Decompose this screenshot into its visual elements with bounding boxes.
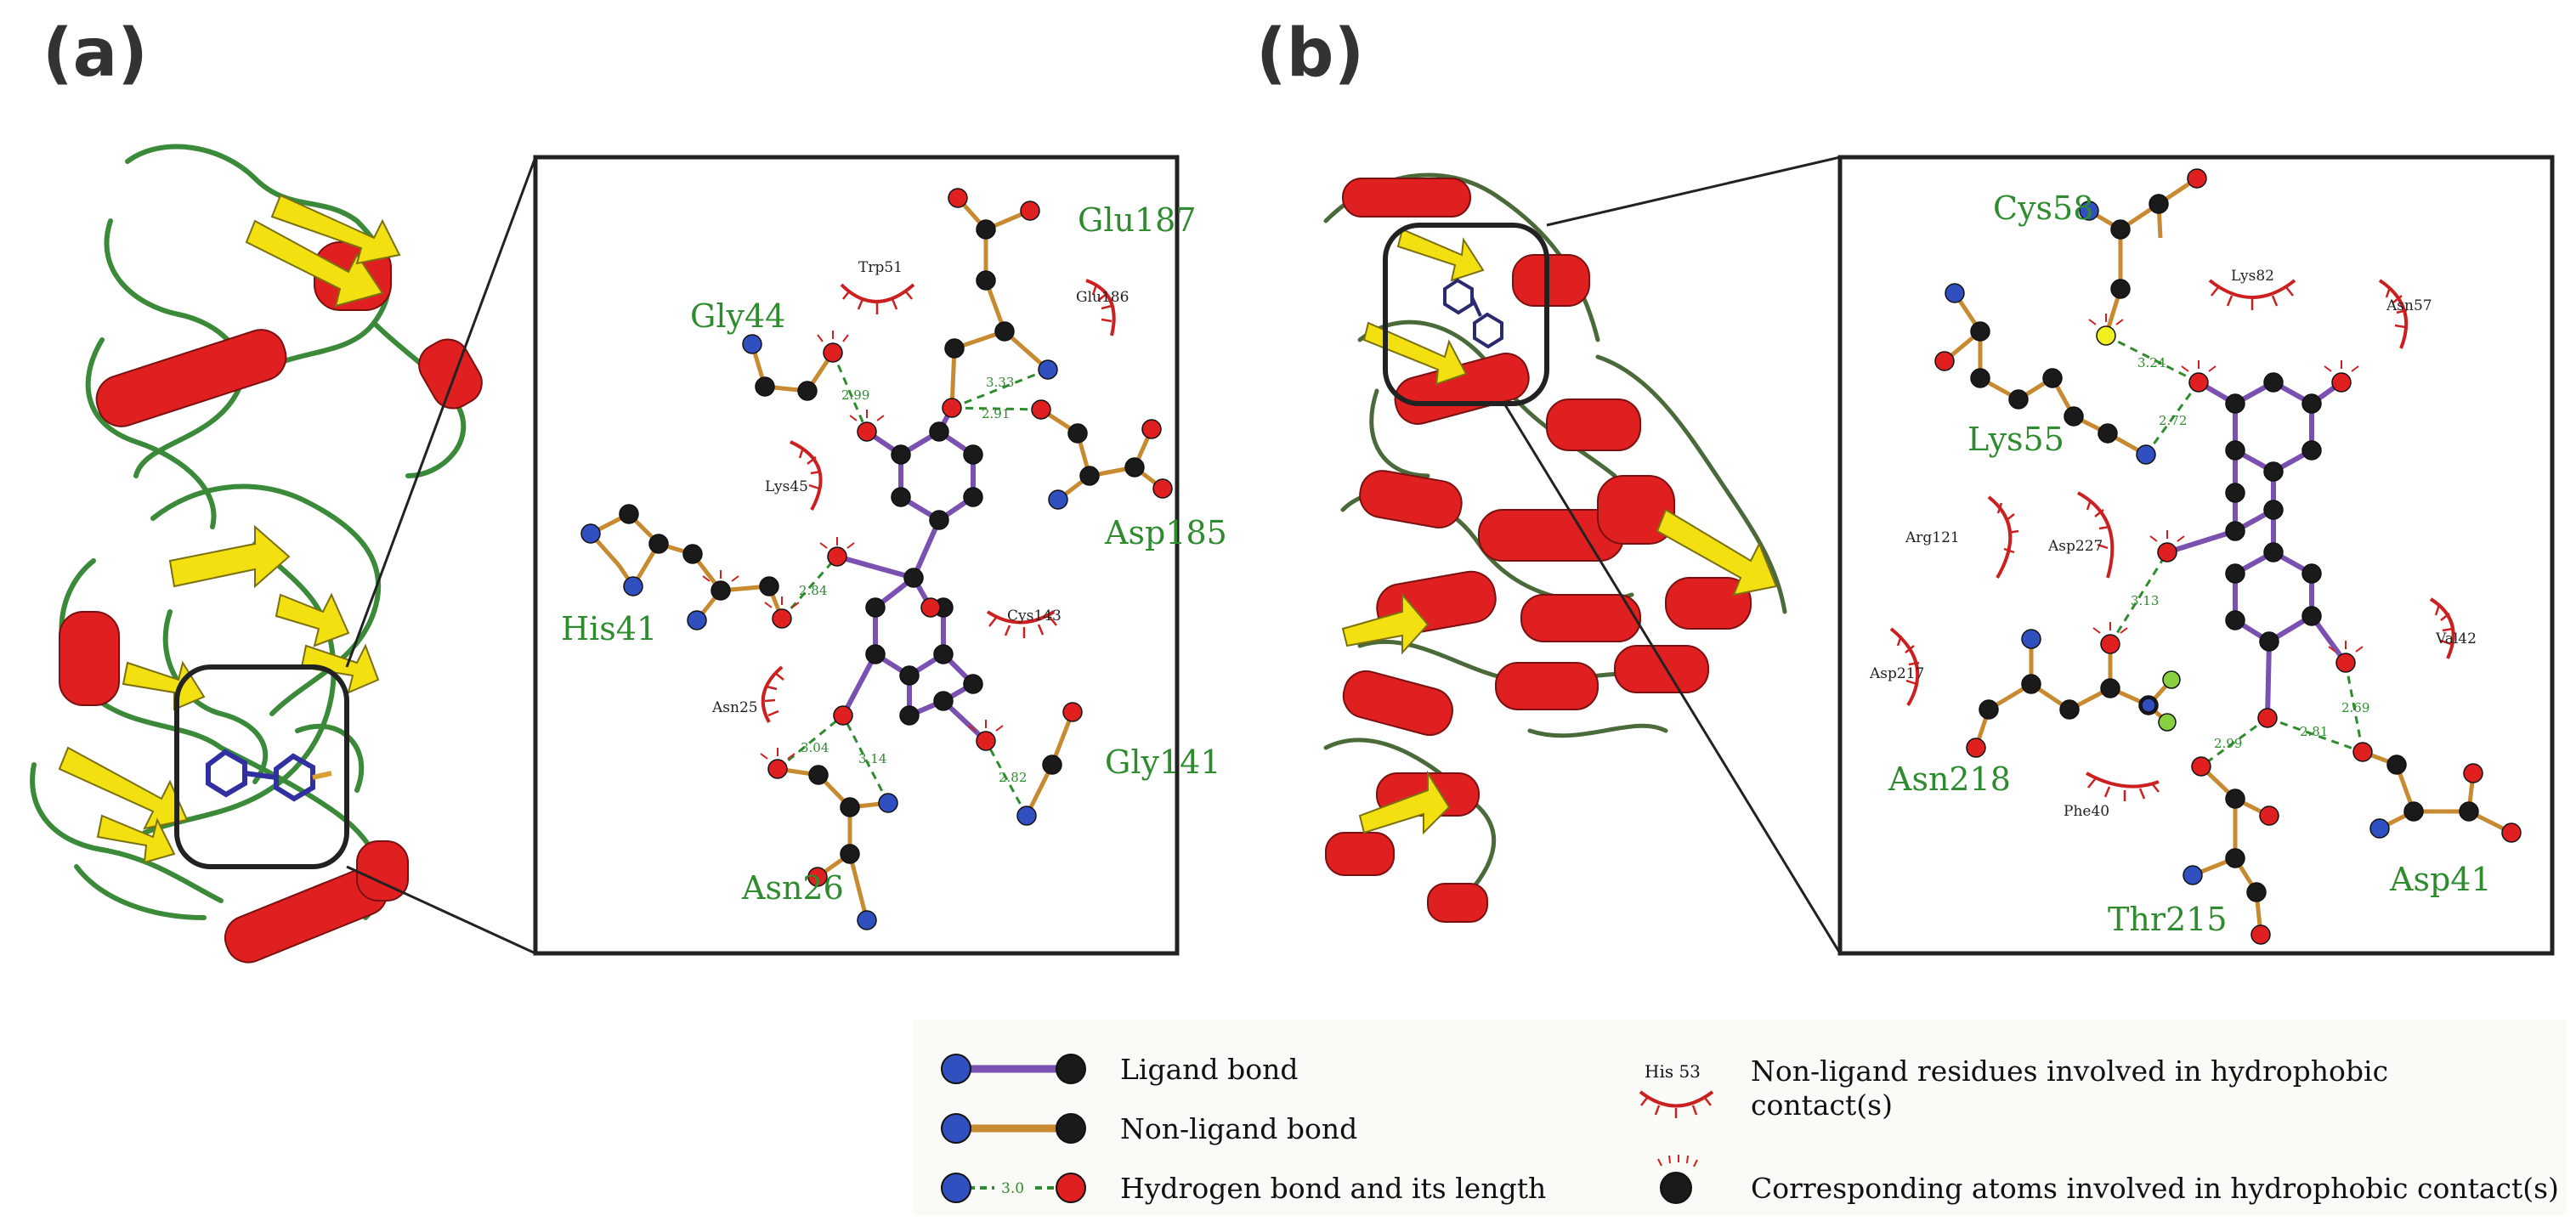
residue-label: Lys55 [1967,421,2064,458]
residue-label: Asp41 [2389,861,2492,898]
legend-hydrophobic-atom: Corresponding atoms involved in hydropho… [1657,1155,2559,1205]
hbond-length: 3.33 [986,375,1014,390]
panel-b-label: (b) [1256,15,1365,92]
residue-label: Asn25 [711,699,758,716]
residue-label: Gly141 [1105,743,1221,781]
protein-structure-a [30,144,537,964]
legend-hydrophobic-residue: His 53 Non-ligand residues involved in h… [1639,1054,2388,1122]
residue-label: Lys45 [765,478,808,495]
residue-label: His41 [561,610,657,647]
legend-hydrophobic-atom-label: Corresponding atoms involved in hydropho… [1751,1172,2559,1205]
residue-label: Asp227 [2047,538,2103,555]
binding-site-box-b [1383,223,1549,406]
hbond-labels-b: 3.24 2.72 3.13 2.69 2.99 2.81 [2131,355,2369,751]
residue-label: Trp51 [858,259,903,276]
legend-ligand-bond-label: Ligand bond [1120,1053,1299,1086]
residue-label: Lys82 [2231,268,2274,285]
residue-label: Asp185 [1104,514,1227,551]
residue-label: Glu186 [1076,289,1129,306]
legend-hbond: 3.0 Hydrogen bond and its length [941,1172,1546,1205]
protein-structure-b [1323,155,1842,954]
hbond-length: 3.13 [2131,593,2159,608]
legend-hbond-example-length: 3.0 [1001,1180,1024,1197]
interaction-diagram-b: 3.24 2.72 3.13 2.69 2.99 2.81 [1869,168,2522,945]
hbond-length: 3.14 [858,751,886,766]
hbond-length: 3.04 [801,740,829,755]
hbond-length: 2.82 [999,770,1027,785]
hbond-length: 3.24 [2137,355,2166,370]
residue-label: Asn218 [1888,760,2011,798]
legend-hydrophobic-label-1: Non-ligand residues involved in hydropho… [1751,1054,2388,1088]
residue-label: Cys58 [1993,189,2093,227]
legend: Ligand bond Non-ligand bond 3.0 Hydrogen… [914,1020,2567,1215]
legend-nonligand-bond-label: Non-ligand bond [1120,1112,1357,1145]
legend-hydrophobic-label-2: contact(s) [1751,1088,1893,1122]
hbond-length: 2.72 [2159,413,2187,428]
hbond-labels-a: 2.99 3.33 2.91 2.84 3.04 3.14 2.82 [799,375,1027,785]
hbond-length: 2.69 [2341,700,2369,715]
residue-label: Asn26 [741,869,844,907]
interaction-diagram-box-a [533,155,1180,956]
hbond-length: 2.91 [982,406,1010,421]
residue-label: Glu187 [1078,201,1197,239]
interaction-diagram-box-b [1837,155,2555,956]
legend-ligand-bond: Ligand bond [941,1053,1299,1086]
hbond-length: 2.99 [2214,736,2242,751]
legend-hbond-label: Hydrogen bond and its length [1120,1172,1546,1205]
residue-label: Cys143 [1007,608,1062,625]
residue-label: Gly44 [690,297,785,335]
binding-site-box-a [174,664,349,869]
hbond-length: 2.81 [2300,724,2328,739]
legend-hydrophobic-example: His 53 [1645,1061,1701,1082]
residue-label: Val42 [2435,630,2477,647]
residue-label: Thr215 [2108,901,2228,938]
residue-label: Asn57 [2386,297,2432,314]
residue-label: Phe40 [2064,803,2109,820]
panel-a-label: (a) [42,15,148,92]
hbond-length: 2.99 [841,387,869,403]
legend-nonligand-bond: Non-ligand bond [941,1112,1357,1145]
hbond-length: 2.84 [799,583,827,598]
interaction-diagram-a: 2.99 3.33 2.91 2.84 3.04 3.14 2.82 [561,188,1227,930]
residue-label: Arg121 [1905,529,1960,546]
residue-label: Asp217 [1869,665,1924,682]
